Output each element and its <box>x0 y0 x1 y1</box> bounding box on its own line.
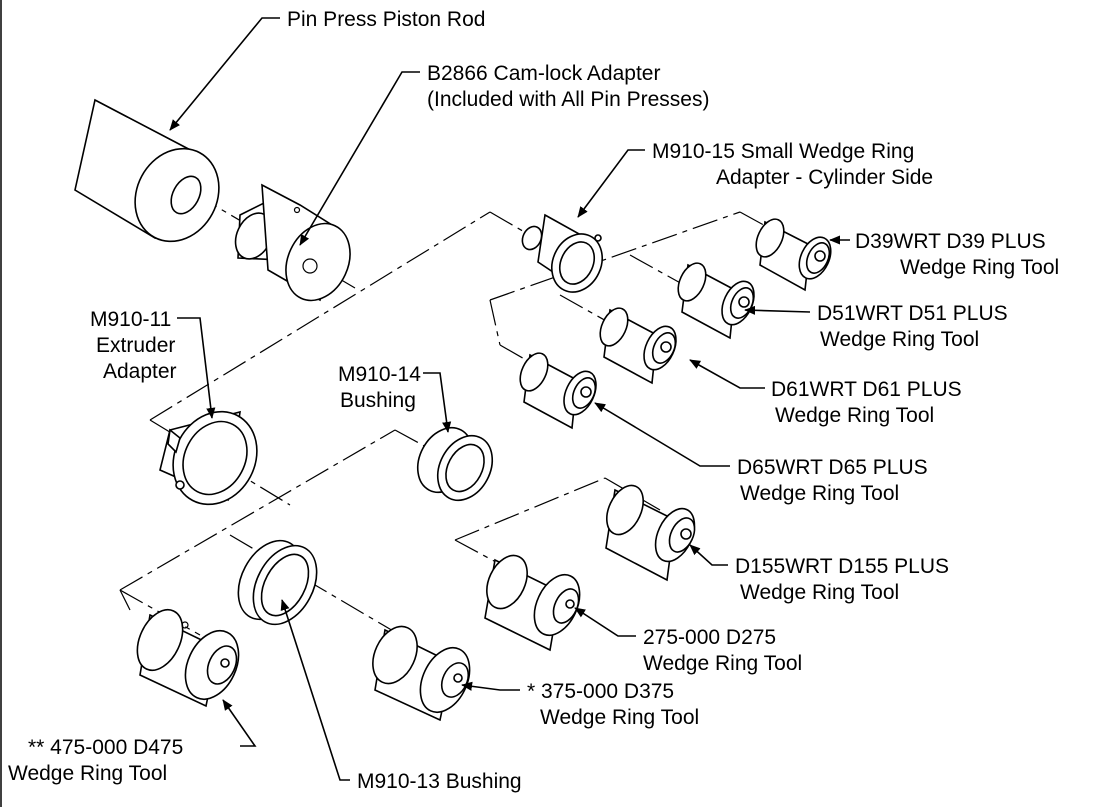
m910-14-bushing-part <box>416 426 494 502</box>
label-d61-line1: D61WRT D61 PLUS <box>771 378 962 401</box>
label-d61-line2: Wedge Ring Tool <box>775 404 934 427</box>
label-d375-line2: Wedge Ring Tool <box>540 706 699 729</box>
label-d39-line2: Wedge Ring Tool <box>900 256 1059 279</box>
label-camlock-line1: B2866 Cam-lock Adapter <box>427 62 660 85</box>
d51-tool-part <box>677 262 755 340</box>
label-d51-line1: D51WRT D51 PLUS <box>817 302 1008 325</box>
label-d65-line2: Wedge Ring Tool <box>740 482 899 505</box>
d61-tool-part <box>599 307 677 385</box>
label-camlock-line2: (Included with All Pin Presses) <box>427 88 709 111</box>
label-m910-15-line2: Adapter - Cylinder Side <box>716 166 933 189</box>
d155-tool-part <box>605 484 696 582</box>
label-m910-11-line1: M910-11 <box>90 308 171 331</box>
label-d51-line2: Wedge Ring Tool <box>820 328 979 351</box>
label-d475-line2: Wedge Ring Tool <box>8 762 167 785</box>
d475-tool-part <box>136 608 240 708</box>
label-m910-14-line1: M910-14 <box>338 363 421 386</box>
label-m910-14-line2: Bushing <box>340 389 416 412</box>
label-d275-line1: 275-000 D275 <box>643 626 776 649</box>
label-d275-line2: Wedge Ring Tool <box>643 652 802 675</box>
leader-lines <box>169 17 850 781</box>
m910-13-bushing-part <box>237 539 318 626</box>
label-d155-line1: D155WRT D155 PLUS <box>735 555 949 578</box>
piston-rod-part <box>74 98 220 243</box>
label-d65-line1: D65WRT D65 PLUS <box>737 456 928 479</box>
label-d39-line1: D39WRT D39 PLUS <box>855 230 1046 253</box>
label-d375-line1: * 375-000 D375 <box>527 680 674 703</box>
d39-tool-part <box>755 218 832 292</box>
label-m910-13: M910-13 Bushing <box>357 770 522 793</box>
camlock-adapter-part <box>234 183 351 302</box>
label-m910-11-line2: Extruder <box>96 334 175 357</box>
centerlines <box>119 149 801 636</box>
label-m910-15-line1: M910-15 Small Wedge Ring <box>652 140 914 163</box>
m910-15-adapter-part <box>521 213 603 293</box>
label-m910-11-line3: Adapter <box>103 360 177 383</box>
d375-tool-part <box>372 625 471 722</box>
m910-11-adapter-part <box>159 410 258 506</box>
label-d155-line2: Wedge Ring Tool <box>740 581 899 604</box>
labels: Pin Press Piston Rod B2866 Cam-lock Adap… <box>8 8 1059 793</box>
d275-tool-part <box>484 554 581 652</box>
label-d475-line1: ** 475-000 D475 <box>28 736 183 759</box>
label-piston-rod: Pin Press Piston Rod <box>287 8 485 31</box>
d65-tool-part <box>519 352 597 430</box>
